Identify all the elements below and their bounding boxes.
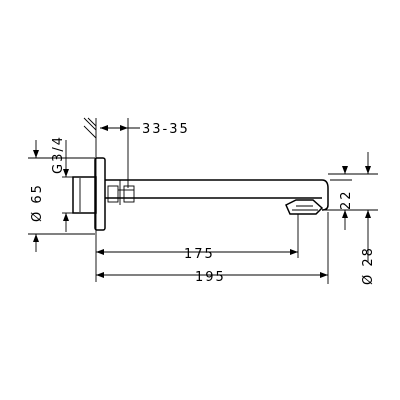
dim-bottom [96, 212, 329, 284]
thread-connector [72, 176, 97, 214]
label-rosette-diameter: Ø 65 [30, 183, 45, 222]
label-spout-diameter: Ø 28 [361, 246, 376, 285]
label-outlet-length: 175 [184, 247, 215, 262]
dim-right [322, 152, 378, 262]
spout-body [105, 179, 329, 211]
aerator-outlet [285, 199, 324, 215]
dim-left [28, 140, 95, 252]
label-wall-gap: 33-35 [142, 122, 190, 137]
label-thread: G3/4 [51, 135, 66, 174]
fixing-detail [107, 185, 135, 203]
dim-wall-gap [100, 118, 140, 188]
rosette [94, 157, 106, 231]
wall-hatching [83, 117, 97, 158]
label-tip-height: 22 [339, 189, 354, 210]
label-total-length: 195 [195, 270, 226, 285]
